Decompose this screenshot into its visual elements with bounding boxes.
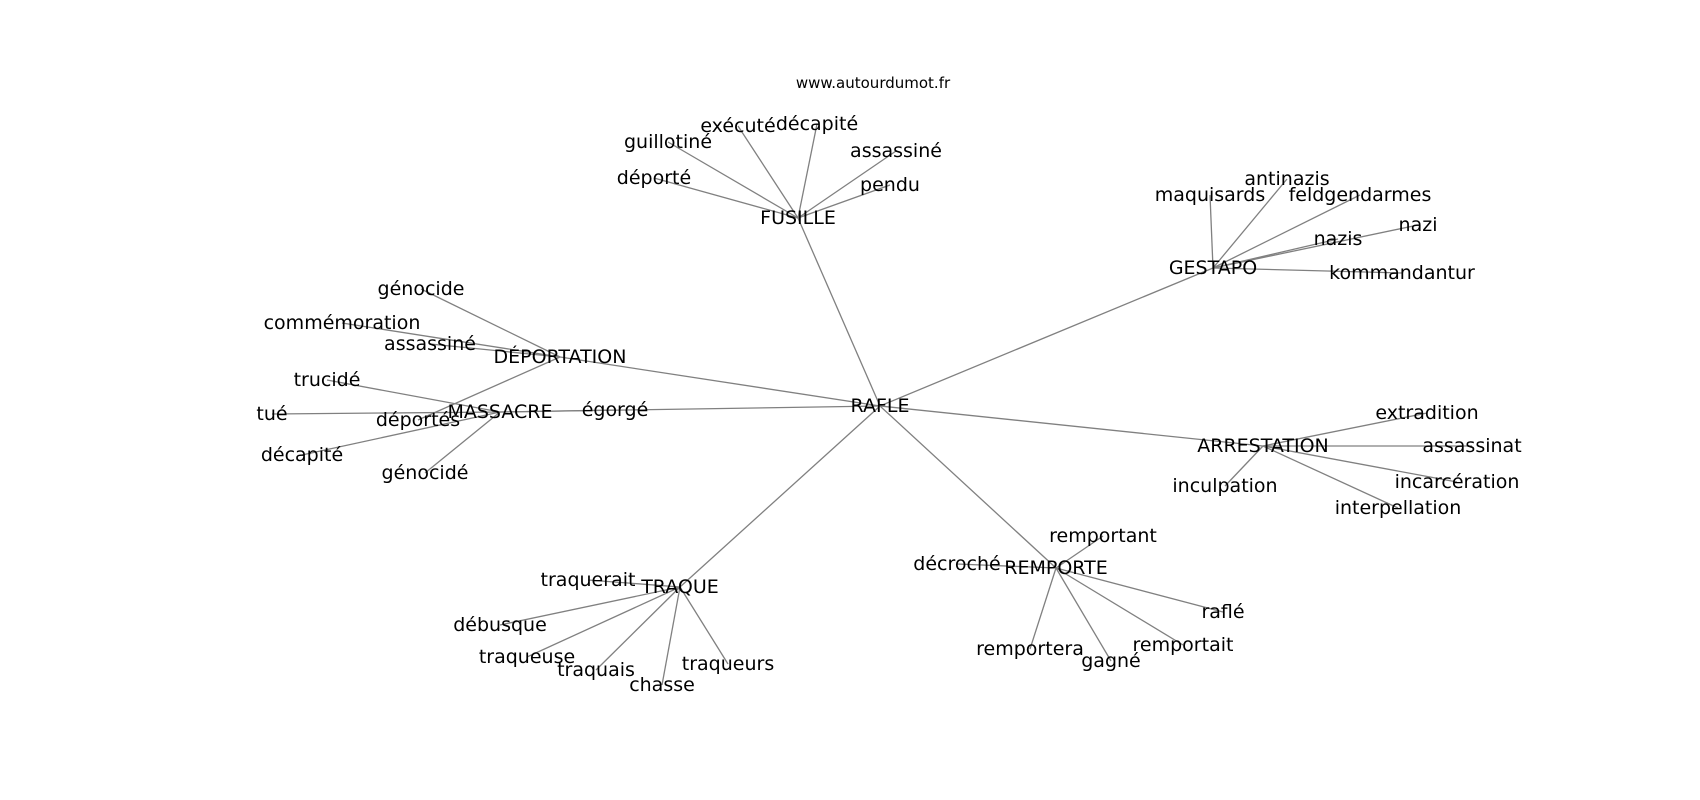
leaf-node-gestapo-0: maquisards [1155, 184, 1266, 206]
edge-center-deportation [559, 356, 881, 407]
labels-layer: www.autourdumot.fr déporté guillotinéexéc… [256, 74, 1521, 696]
edges-layer [271, 123, 1472, 686]
edge-remporte-leaf-1 [1055, 535, 1104, 569]
edge-traque-leaf-1 [499, 586, 681, 626]
edge-gestapo-leaf-4 [1212, 224, 1419, 269]
edge-gestapo-leaf-2 [1212, 194, 1361, 269]
edge-traque-leaf-4 [661, 586, 681, 686]
leaf-node-remporte-1: remportant [1049, 525, 1157, 547]
leaf-node-massacre-3: génocidé [382, 462, 469, 484]
leaf-node-deportation-0: génocide [378, 278, 465, 300]
edge-fusille-leaf-3 [797, 123, 818, 219]
edge-center-arrestation [879, 405, 1264, 447]
edge-arrestation-leaf-3 [1262, 445, 1399, 509]
edge-arrestation-leaf-4 [1224, 445, 1264, 487]
edge-deportation-leaf-3 [417, 356, 561, 421]
edge-fusille-leaf-2 [737, 125, 799, 219]
leaf-node-arrestation-4: inculpation [1172, 475, 1277, 497]
leaf-node-gestapo-4: nazi [1399, 214, 1438, 236]
edge-massacre-leaf-3 [424, 411, 501, 474]
edge-massacre-leaf-0 [326, 379, 501, 413]
edge-center-traque [679, 405, 881, 588]
leaf-node-massacre-2: décapité [261, 444, 343, 466]
leaf-node-arrestation-1: assassinat [1422, 435, 1521, 457]
leaf-node-fusille-2: exécuté [700, 115, 775, 137]
hub-node-remporte: REMPORTE [1004, 557, 1107, 579]
leaf-node-fusille-3: décapité [776, 113, 858, 135]
edge-remporte-leaf-4 [1055, 567, 1112, 662]
edge-remporte-leaf-0 [956, 563, 1057, 569]
leaf-node-traque-2: traqueuse [479, 646, 575, 668]
edge-massacre-leaf-2 [301, 411, 501, 456]
leaf-node-traque-5: traqueurs [682, 653, 774, 675]
edge-center-fusille [797, 217, 881, 407]
leaf-node-gestapo-5: kommandantur [1329, 262, 1475, 284]
hub-node-fusille: FUSILLE [760, 207, 836, 229]
edge-fusille-leaf-0 [653, 177, 799, 219]
edge-center-gestapo [879, 267, 1214, 407]
leaf-node-fusille-1: guillotiné [624, 131, 712, 153]
leaf-node-traque-3: traquais [557, 659, 635, 681]
leaf-node-arrestation-0: extradition [1375, 402, 1478, 424]
leaf-node-gestapo-1: antinazis [1244, 168, 1329, 190]
leaf-node-remporte-5: remportera [976, 638, 1084, 660]
leaf-node-arrestation-2: incarcération [1395, 471, 1520, 493]
hub-node-massacre: MASSACRE [447, 401, 552, 423]
hub-node-deportation: DÉPORTATION [494, 345, 627, 368]
edge-gestapo-leaf-1 [1212, 178, 1288, 269]
leaf-node-massacre-0: trucidé [294, 369, 361, 391]
leaf-node-arrestation-3: interpellation [1335, 497, 1462, 519]
leaf-node-fusille-0: déporté [617, 167, 691, 189]
leaf-node-fusille-4: assassiné [850, 140, 942, 162]
edge-traque-leaf-2 [526, 586, 681, 658]
hub-node-traque: TRAQUE [640, 576, 719, 598]
edge-gestapo-leaf-0 [1209, 194, 1214, 269]
edge-traque-leaf-0 [587, 579, 681, 588]
edge-fusille-leaf-4 [797, 150, 897, 219]
edge-arrestation-leaf-2 [1262, 445, 1458, 483]
edge-traque-leaf-3 [595, 586, 681, 671]
leaf-node-remporte-0: décroché [913, 553, 1000, 575]
leaf-node-deportation-1: commémoration [264, 312, 421, 334]
edge-gestapo-leaf-5 [1212, 267, 1403, 274]
leaf-node-deportation-3: déportés [376, 409, 460, 431]
edge-remporte-leaf-5 [1029, 567, 1057, 650]
leaf-node-remporte-2: raflé [1201, 601, 1244, 623]
leaf-node-traque-4: chasse [629, 674, 695, 696]
leaf-node-massacre-1: tué [256, 403, 287, 425]
edge-remporte-leaf-3 [1055, 567, 1184, 646]
leaf-node-remporte-4: gagné [1081, 650, 1141, 672]
leaf-node-gestapo-2: feldgendarmes [1289, 184, 1432, 206]
edge-arrestation-leaf-0 [1262, 412, 1428, 447]
leaf-node-fusille-5: pendu [860, 174, 920, 196]
leaf-node-remporte-3: remportait [1133, 634, 1234, 656]
edge-deportation-leaf-0 [420, 288, 561, 358]
leaf-node-traque-1: débusque [453, 614, 547, 636]
leaf-node-massacre-4: égorgé [582, 399, 649, 421]
edge-massacre-leaf-1 [271, 411, 501, 415]
source-label: www.autourdumot.fr [796, 74, 951, 92]
edge-traque-leaf-5 [679, 586, 729, 665]
hub-node-gestapo: GESTAPO [1169, 257, 1257, 279]
edge-remporte-leaf-2 [1055, 567, 1224, 613]
edge-fusille-leaf-5 [797, 184, 891, 219]
center-node-rafle: RAFLE [851, 395, 910, 417]
edge-center-remporte [879, 405, 1057, 569]
edge-deportation-leaf-1 [341, 322, 561, 358]
leaf-node-deportation-2: assassiné [384, 333, 476, 355]
leaf-node-traque-0: traquerait [541, 569, 636, 591]
edge-deportation-leaf-2 [429, 343, 561, 358]
hub-node-arrestation: ARRESTATION [1197, 435, 1329, 457]
leaf-node-gestapo-3: nazis [1314, 228, 1363, 250]
edge-massacre-leaf-4 [499, 409, 616, 413]
edge-fusille-leaf-1 [667, 141, 799, 219]
